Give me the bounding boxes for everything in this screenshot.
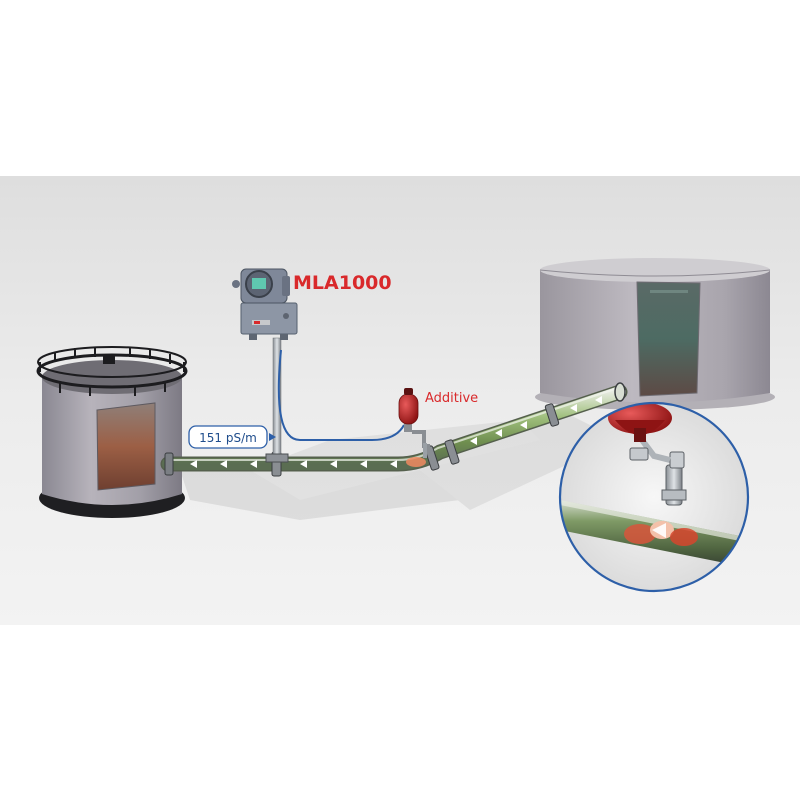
pipe-flange [444, 439, 460, 465]
flow-arrow-icon [300, 460, 307, 468]
reading-box [188, 425, 268, 449]
flow-arrow-icon [652, 523, 666, 538]
left-storage-tank [36, 346, 188, 518]
device-name-label: MLA1000 [293, 272, 392, 294]
conductivity-reading: 151 pS/m [199, 431, 257, 445]
left-tank-window [96, 402, 156, 491]
right-storage-tank [535, 258, 775, 410]
right-tank-window [636, 281, 701, 397]
flow-arrow-icon [220, 460, 227, 468]
flow-arrow-icon [360, 460, 367, 468]
zoom-inset-border [558, 401, 750, 593]
flow-arrow-icon [470, 437, 477, 445]
zoom-inset [558, 401, 750, 593]
flow-arrows [190, 396, 602, 468]
flow-arrow-icon [250, 460, 257, 468]
callout-arrow-icon [269, 433, 276, 441]
pipe-flange [544, 403, 560, 427]
flow-arrow-icon [570, 404, 577, 412]
device-display [252, 278, 266, 289]
pipe-flange [164, 452, 174, 476]
additive-reservoir [398, 388, 430, 458]
flow-arrow-icon [330, 460, 337, 468]
additive-label: Additive [425, 391, 478, 406]
flow-arrow-icon [495, 429, 502, 437]
flow-arrow-icon [390, 460, 397, 468]
flow-arrow-icon [190, 460, 197, 468]
conductivity-reading-callout: 151 pS/m [188, 425, 276, 449]
mla1000-analyzer [232, 268, 405, 463]
flow-arrow-icon [520, 421, 527, 429]
pipeline [160, 382, 628, 477]
flow-arrow-icon [595, 396, 602, 404]
